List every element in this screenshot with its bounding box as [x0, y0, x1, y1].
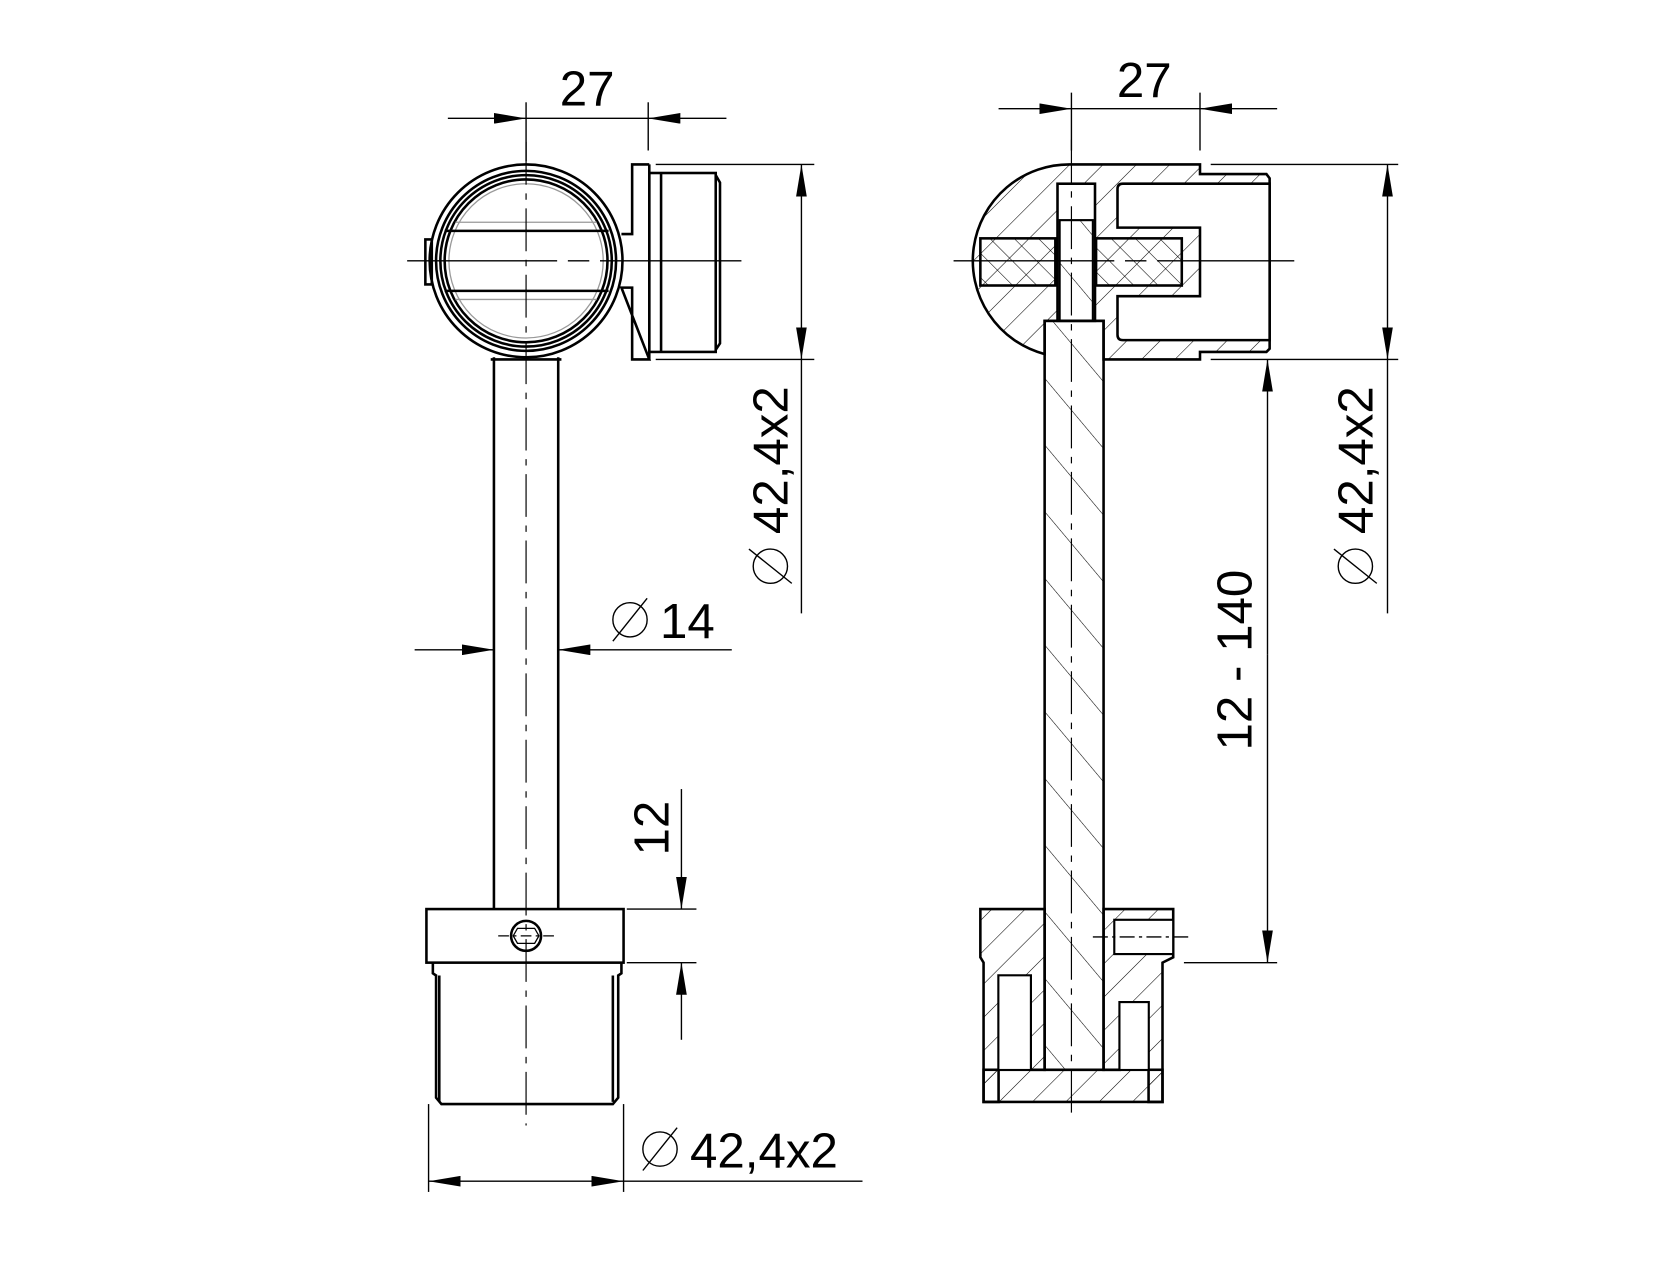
- dimension-length-range: 12 - 140: [1183, 359, 1278, 964]
- dimension-width-right: 27: [998, 53, 1278, 151]
- dimension-bottom-tube-diameter: 42,4x2: [427, 1104, 863, 1192]
- bottom-clamp-section: [979, 907, 1190, 1104]
- bottom-clamp: [425, 907, 625, 1106]
- dimension-rod-diameter: 14: [414, 594, 732, 656]
- diameter-icon: [1333, 548, 1378, 585]
- dimension-label: 12 - 140: [1207, 570, 1262, 751]
- left-view: 27 42,4x2 14 12: [407, 62, 863, 1192]
- dimension-label: 42,4x2: [744, 386, 799, 534]
- diameter-icon: [612, 597, 648, 642]
- diameter-icon: [748, 548, 793, 585]
- flange: [619, 163, 652, 361]
- dimension-label: 42,4x2: [1329, 386, 1384, 534]
- dimension-label: 14: [660, 594, 715, 649]
- dimension-label: 42,4x2: [690, 1123, 838, 1178]
- diameter-icon: [642, 1127, 678, 1171]
- tube-socket: [648, 171, 722, 354]
- dimension-tube-diameter-right: 42,4x2: [1210, 163, 1399, 614]
- dimension-label: 27: [1117, 53, 1172, 108]
- rod-section: [1043, 319, 1105, 1072]
- head-section: [971, 163, 1271, 361]
- dimension-clamp-height: 12: [625, 789, 697, 1040]
- dimension-width-left: 27: [447, 62, 727, 162]
- right-view-section: 27 42,4x2 12 - 140: [953, 53, 1399, 1121]
- dimension-label: 12: [625, 801, 680, 856]
- dimension-label: 27: [560, 62, 615, 117]
- dimension-tube-diameter-left: 42,4x2: [655, 163, 815, 614]
